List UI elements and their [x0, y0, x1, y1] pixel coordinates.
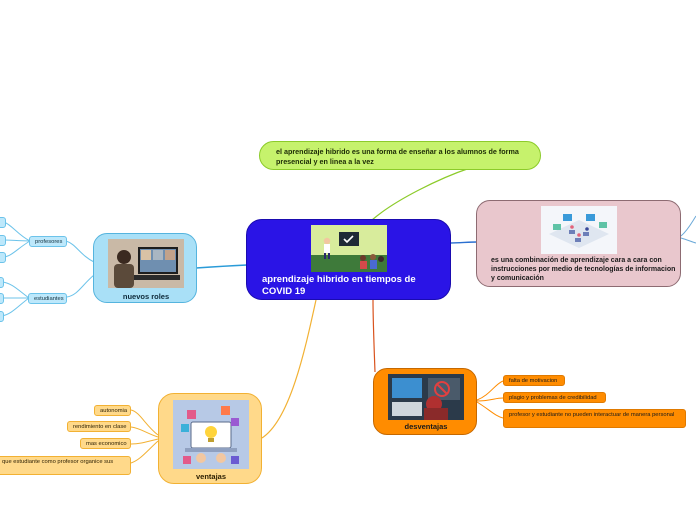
disadvantages-title: desventajas: [404, 422, 448, 431]
advantage-item[interactable]: mas economico: [80, 438, 131, 449]
estudiantes-node[interactable]: estudiantes: [28, 293, 67, 304]
disadvantage-item[interactable]: plagio y problemas de credibilidad: [503, 392, 606, 403]
combination-node[interactable]: es una combinación de aprendizaje cara a…: [476, 200, 681, 287]
advantages-node[interactable]: ventajas: [158, 393, 262, 484]
central-topic-node[interactable]: aprendizaje hibrido en tiempos de COVID …: [246, 219, 451, 300]
profesores-child-node[interactable]: [0, 217, 6, 228]
definition-node[interactable]: el aprendizaje hibrido es una forma de e…: [259, 141, 541, 170]
profesores-child-node[interactable]: [0, 235, 6, 246]
disadvantage-item[interactable]: profesor y estudiante no pueden interact…: [503, 409, 686, 428]
classroom-illustration: [311, 225, 387, 272]
advantage-item[interactable]: rendimiento en clase: [67, 421, 131, 432]
new-roles-node[interactable]: nuevos roles: [93, 233, 197, 303]
disadvantages-node[interactable]: desventajas: [373, 368, 477, 435]
estudiantes-child-node[interactable]: [0, 311, 4, 322]
estudiantes-child-node[interactable]: [0, 293, 4, 304]
idea-laptop-illustration: [173, 400, 249, 469]
combination-text: es una combinación de aprendizaje cara a…: [491, 257, 676, 282]
profesores-node[interactable]: profesores: [29, 236, 67, 247]
new-roles-title: nuevos roles: [122, 292, 170, 301]
blended-learning-illustration: [541, 206, 617, 254]
online-meeting-illustration: [108, 239, 184, 288]
frustrated-student-illustration: [388, 374, 464, 420]
advantage-item[interactable]: autonomia: [94, 405, 131, 416]
definition-text: el aprendizaje hibrido es una forma de e…: [276, 147, 519, 166]
central-topic-title: aprendizaje hibrido en tiempos de COVID …: [262, 274, 416, 297]
disadvantage-item[interactable]: falta de motivacion: [503, 375, 565, 386]
estudiantes-child-node[interactable]: [0, 277, 4, 288]
advantages-title: ventajas: [195, 472, 227, 481]
advantage-item[interactable]: que estudiante como profesor organice su…: [0, 456, 131, 475]
profesores-child-node[interactable]: [0, 252, 6, 263]
